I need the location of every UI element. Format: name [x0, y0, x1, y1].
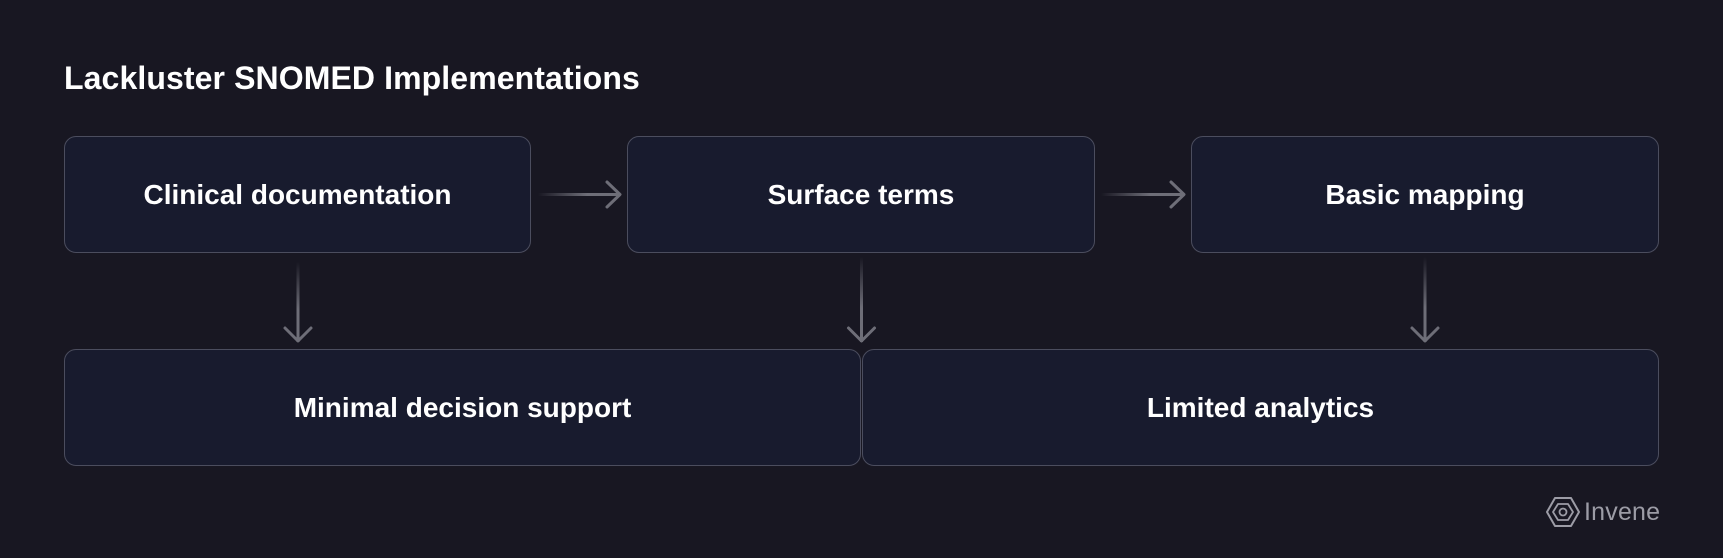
hexagon-logo-icon	[1546, 497, 1580, 527]
brand-logo: Invene	[1546, 494, 1660, 530]
node-clinical-documentation: Clinical documentation	[64, 136, 531, 253]
node-surface-terms: Surface terms	[627, 136, 1095, 253]
node-basic-mapping: Basic mapping	[1191, 136, 1659, 253]
arrow-basic-to-limited-analytics	[1410, 257, 1440, 343]
diagram-title: Lackluster SNOMED Implementations	[64, 60, 640, 96]
arrow-surface-to-decision-support	[847, 257, 876, 343]
arrow-clinical-to-decision-support	[283, 262, 313, 343]
brand-name: Invene	[1584, 497, 1661, 526]
arrow-surface-to-basic	[1101, 180, 1186, 209]
arrow-clinical-to-surface	[538, 180, 622, 209]
node-minimal-decision-support: Minimal decision support	[64, 349, 861, 466]
node-limited-analytics: Limited analytics	[862, 349, 1659, 466]
